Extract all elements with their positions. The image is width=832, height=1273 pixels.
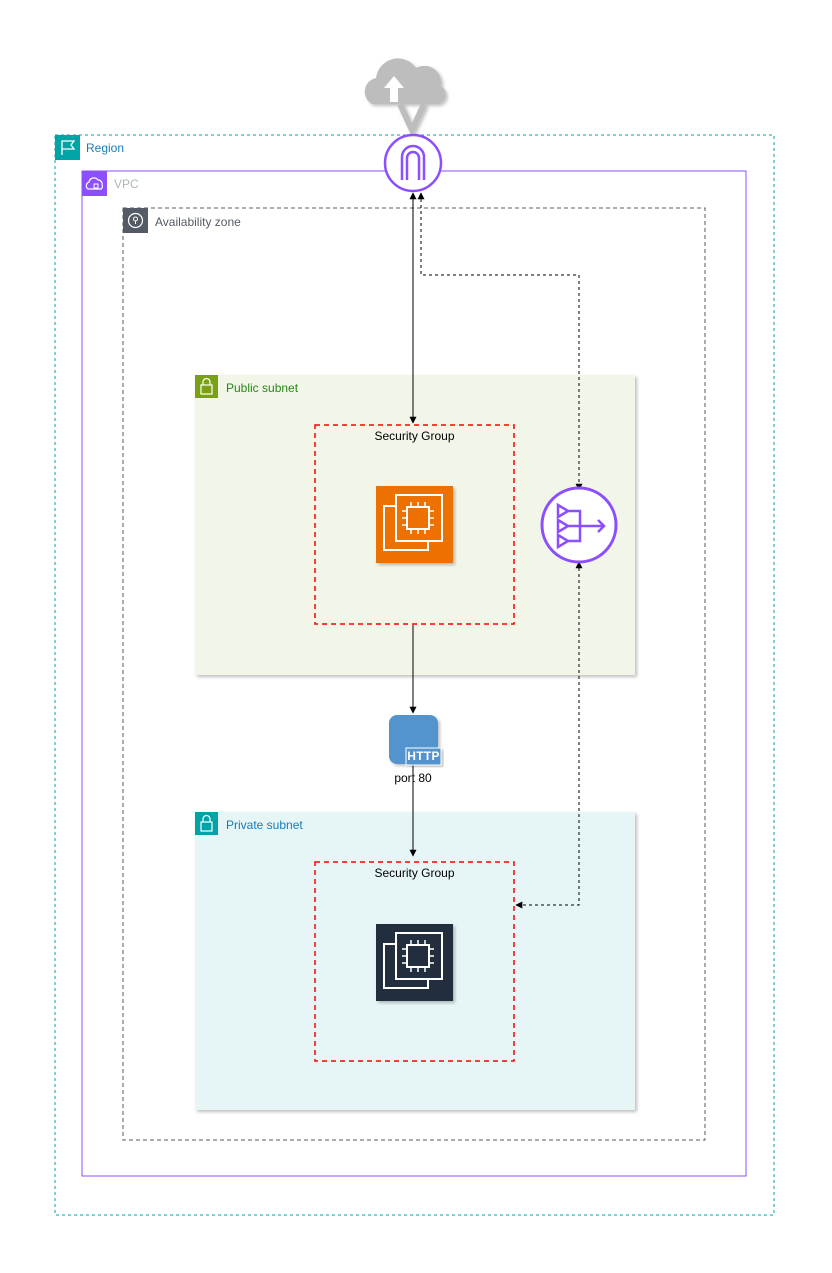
region-flag-icon <box>55 135 80 160</box>
availability-zone-label: Availability zone <box>155 215 241 229</box>
nat-gateway-icon <box>540 486 618 564</box>
region-label: Region <box>86 141 125 155</box>
security-group-private-label: Security Group <box>374 866 455 880</box>
internet-cloud-icon <box>364 58 446 138</box>
vpc-label: VPC <box>114 177 139 191</box>
internet-gateway-icon <box>383 133 443 193</box>
connectors <box>409 192 583 909</box>
public-subnet-label: Public subnet <box>226 381 299 395</box>
ec2-instance-private-icon <box>376 924 453 1001</box>
public-subnet-lock-icon <box>195 375 218 398</box>
http-badge-label: HTTP <box>407 749 440 763</box>
connector-nat-to-private-sg <box>515 561 583 909</box>
private-subnet-label: Private subnet <box>226 818 303 832</box>
http-endpoint-icon <box>389 715 442 766</box>
ec2-instance-public-icon <box>376 486 453 563</box>
availability-zone-pin-icon <box>123 208 148 233</box>
security-group-private-box <box>314 861 515 1062</box>
vpc-cloud-icon <box>82 171 107 196</box>
region-group <box>54 134 775 1216</box>
http-port-label: port 80 <box>394 771 432 785</box>
security-group-public-box <box>314 424 515 625</box>
security-group-public-label: Security Group <box>374 429 455 443</box>
private-subnet-lock-icon <box>195 812 218 835</box>
